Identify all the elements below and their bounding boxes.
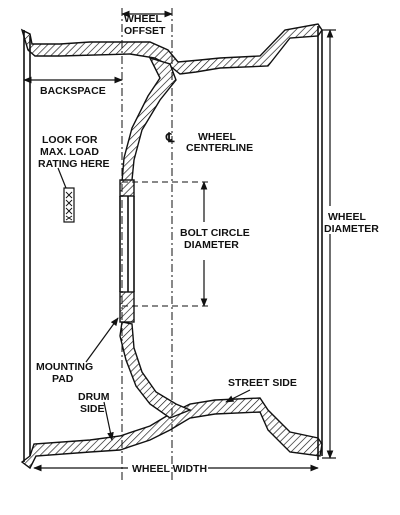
load-rating-label-line2: MAX. LOAD (40, 146, 99, 158)
drum-side-label-line1: DRUM (78, 391, 110, 403)
mounting-pad-label-line2: PAD (52, 373, 74, 385)
mounting-pad-upper (119, 179, 135, 197)
wheel-diameter-label-line2: DIAMETER (324, 223, 379, 235)
load-rating-label-line1: LOOK FOR (42, 134, 98, 146)
wheel-disc-lower-section (119, 321, 192, 419)
street-side-label: STREET SIDE (228, 377, 297, 389)
backspace-label: BACKSPACE (40, 85, 106, 97)
load-rating-label-line3: RATING HERE (38, 158, 110, 170)
load-rating-marker (63, 187, 75, 223)
wheel-offset-label-line1: WHEEL (124, 13, 163, 25)
mounting-pad-label-line1: MOUNTING (36, 361, 93, 373)
wheel-disc-section (121, 56, 177, 183)
mounting-pad-lower (119, 291, 135, 323)
centerline-symbol: ℄ (165, 130, 175, 145)
rim-top-section (20, 23, 323, 75)
wheel-centerline-label-line2: CENTERLINE (186, 142, 253, 154)
bolt-circle-label-line2: DIAMETER (184, 239, 239, 251)
bolt-circle-label-line1: BOLT CIRCLE (180, 227, 250, 239)
wheel-centerline-label-line1: WHEEL (198, 131, 237, 143)
wheel-diameter-label-line1: WHEEL (328, 211, 367, 223)
wheel-width-label: WHEEL WIDTH (132, 463, 207, 475)
drum-side-leader (103, 401, 114, 441)
wheel-offset-label-line2: OFFSET (124, 25, 166, 37)
rim-cross-section (20, 23, 323, 470)
drum-side-label-line2: SIDE (80, 403, 105, 415)
load-rating-leader (57, 167, 67, 189)
street-side-leader (225, 389, 251, 403)
mounting-pad-leader (85, 317, 119, 363)
